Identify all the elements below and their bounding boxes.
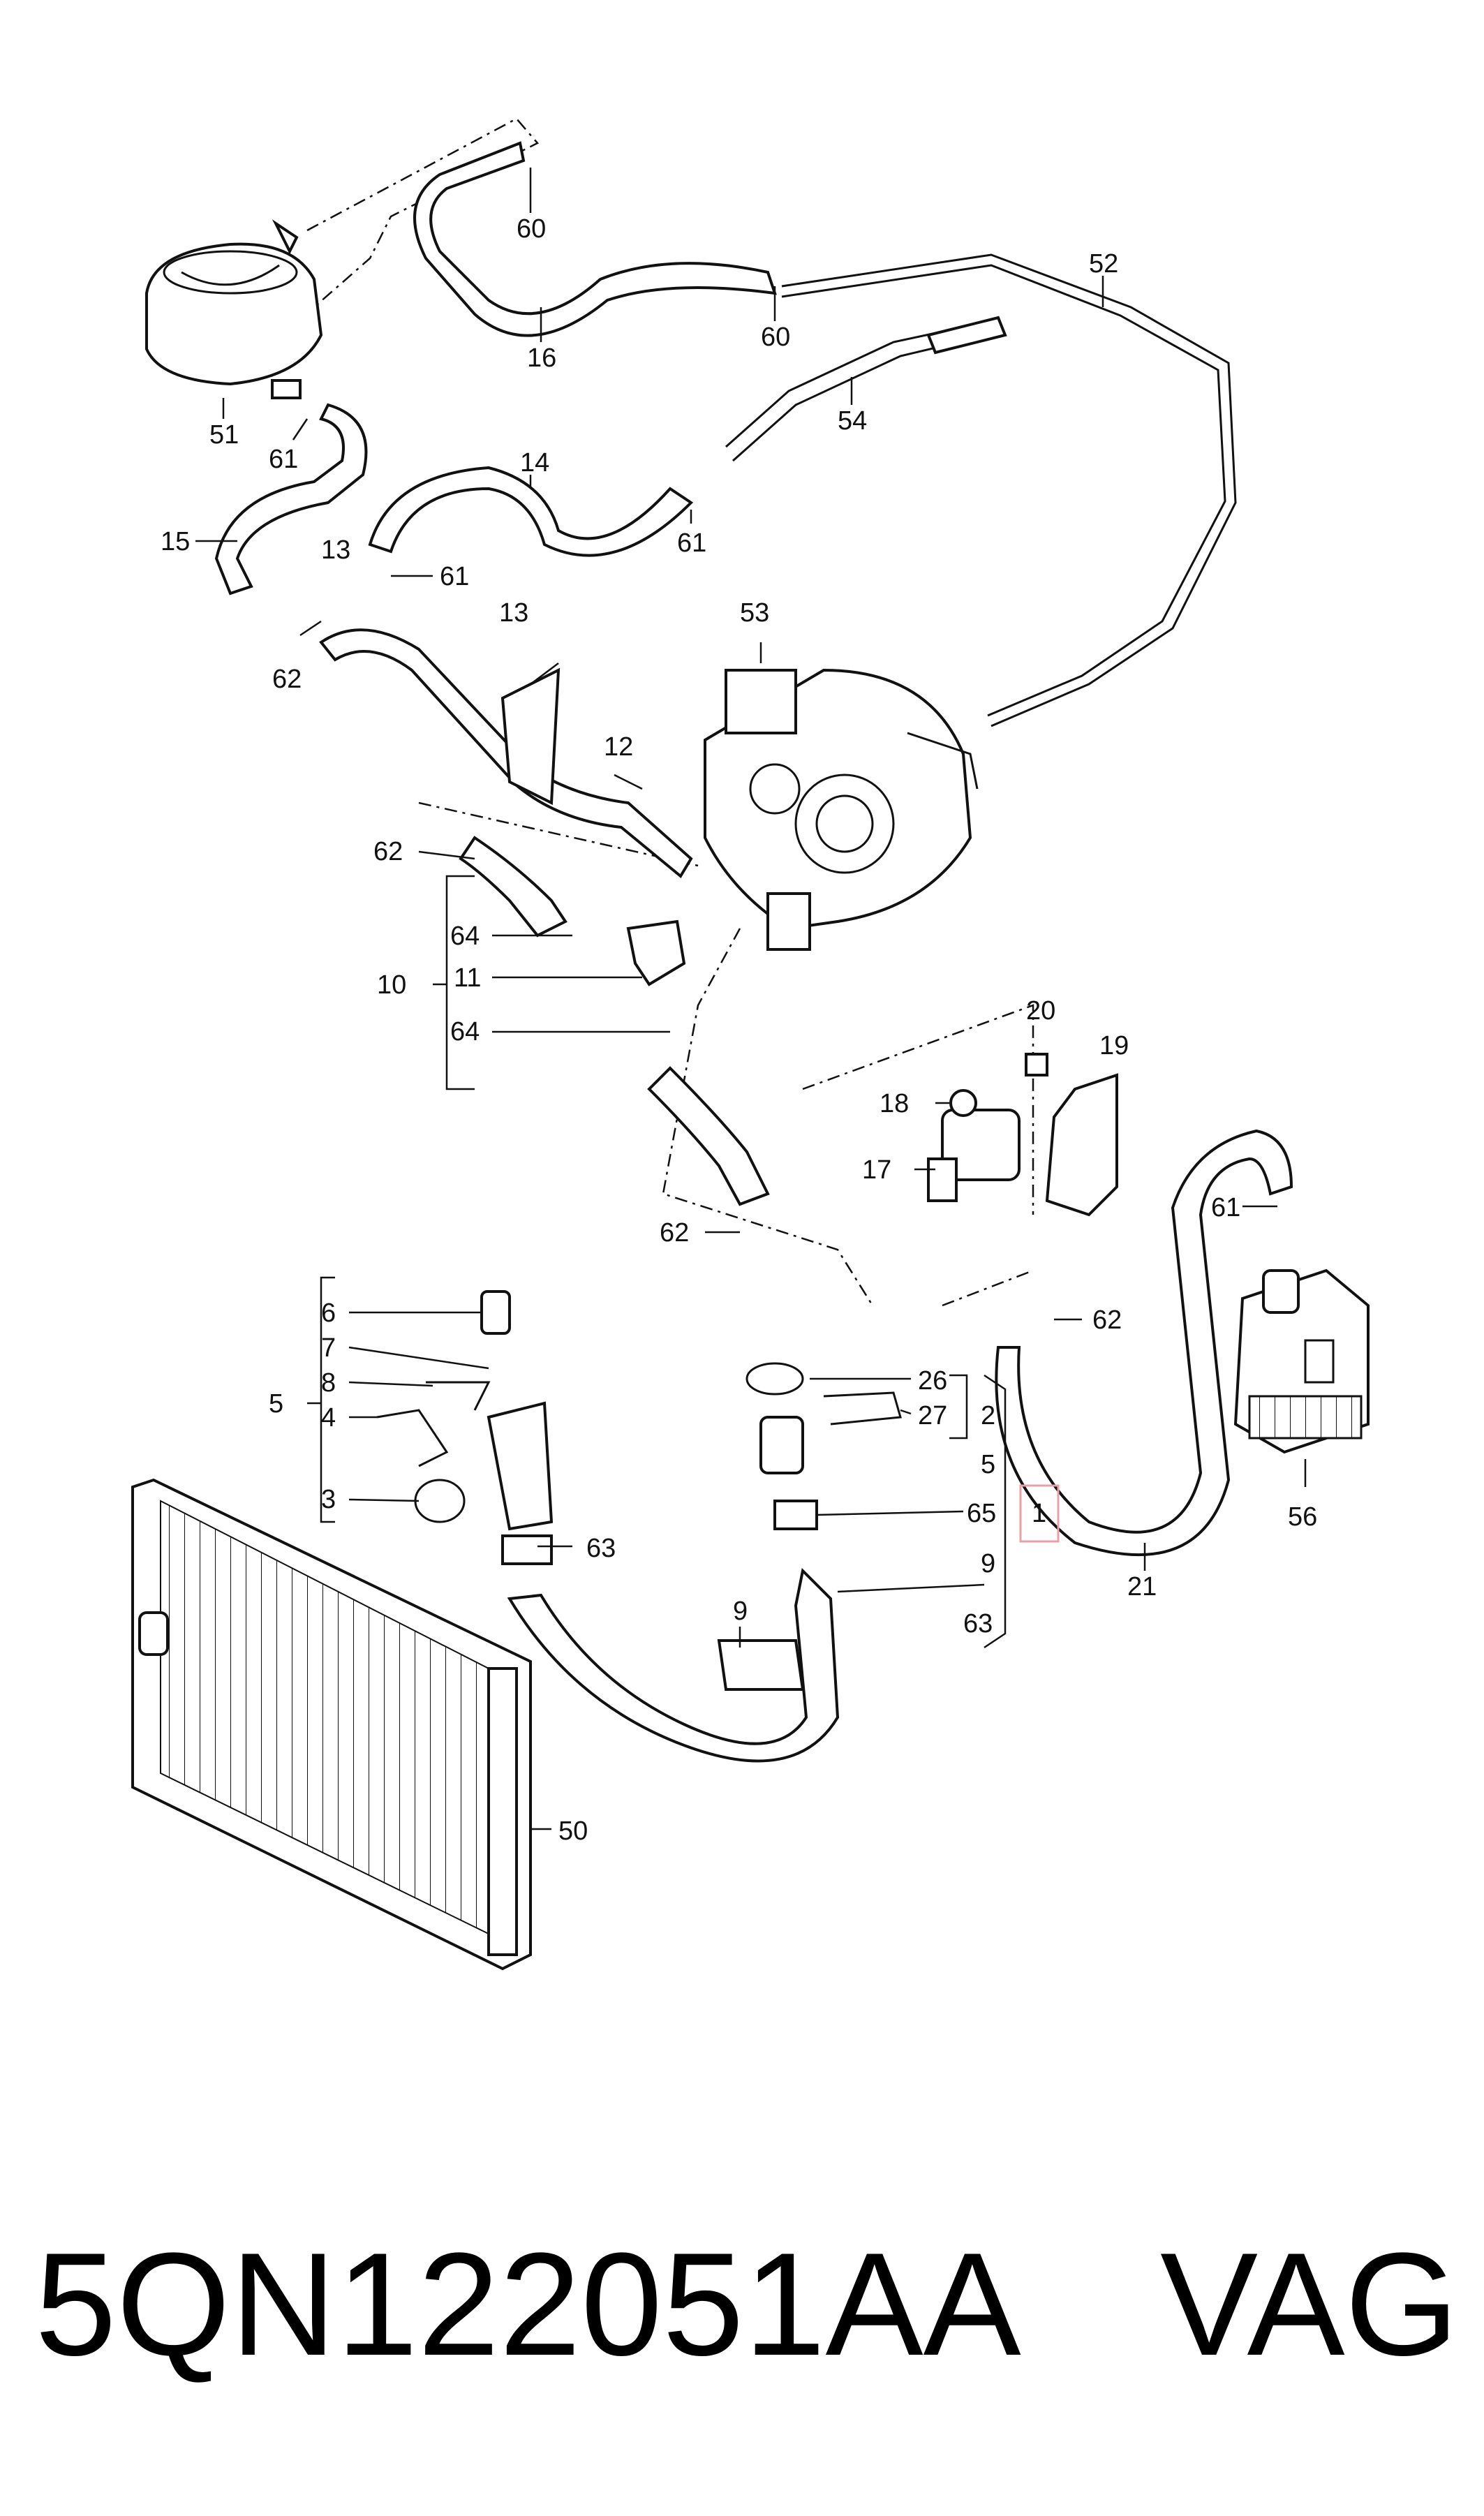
callout-61: 61 <box>1211 1193 1240 1222</box>
connector-11 <box>626 919 686 986</box>
callout-60: 60 <box>761 323 790 352</box>
hose-21 <box>995 1129 1293 1557</box>
flange-5 <box>376 1290 554 1531</box>
seal-26 <box>745 1362 804 1396</box>
callout-61: 61 <box>269 445 298 474</box>
callout-1: 1 <box>1032 1499 1046 1528</box>
hose-9-lower <box>507 1567 840 1763</box>
callout-62: 62 <box>373 837 403 866</box>
callout-13: 13 <box>499 598 528 628</box>
callout-20: 20 <box>1026 996 1055 1026</box>
callout-52: 52 <box>1089 249 1118 279</box>
part-number: 5QN122051AA <box>35 2222 1021 2386</box>
clip-9 <box>717 1639 805 1691</box>
callout-21: 21 <box>1127 1572 1157 1601</box>
callout-27: 27 <box>918 1401 947 1430</box>
callout-9: 9 <box>733 1597 748 1626</box>
connector-2 <box>759 1416 804 1474</box>
coolant-pump-53 <box>704 668 979 951</box>
callout-18: 18 <box>880 1089 909 1118</box>
callout-2: 2 <box>981 1401 995 1430</box>
hose-10-lower <box>647 1066 770 1206</box>
callout-64: 64 <box>450 1017 480 1046</box>
callout-4: 4 <box>321 1403 336 1433</box>
callout-14: 14 <box>520 448 549 478</box>
callout-12: 12 <box>604 732 633 762</box>
callout-65: 65 <box>967 1499 996 1528</box>
clamp-65 <box>773 1500 818 1530</box>
callout-63: 63 <box>586 1534 616 1563</box>
callout-62: 62 <box>1092 1305 1122 1335</box>
hose-16 <box>413 141 777 337</box>
exploded-parts-diagram: 60 60 52 16 54 51 61 14 61 15 13 61 62 1… <box>131 117 1370 1971</box>
callout-6: 6 <box>321 1298 336 1328</box>
radiator-50 <box>131 1478 532 1971</box>
callout-53: 53 <box>740 598 769 628</box>
callout-63: 63 <box>963 1609 993 1638</box>
brand-name: VAG <box>1160 2222 1459 2386</box>
part-number-footer: 5QN122051AA VAG <box>35 2220 1459 2386</box>
callout-56: 56 <box>1288 1502 1317 1532</box>
bracket-19 <box>1045 1073 1118 1217</box>
callout-17: 17 <box>862 1155 891 1185</box>
callout-7: 7 <box>321 1333 336 1363</box>
callout-60: 60 <box>517 214 546 244</box>
callout-19: 19 <box>1099 1031 1129 1060</box>
hose-10-upper <box>459 836 567 938</box>
callout-10: 10 <box>377 970 406 1000</box>
callout-61: 61 <box>440 562 469 591</box>
bracket-12 <box>500 667 561 806</box>
callout-labels: 60 60 52 16 54 51 61 14 61 15 13 61 62 1… <box>161 214 1317 1846</box>
clip-27 <box>823 1391 902 1426</box>
callout-11: 11 <box>454 963 481 993</box>
callout-16: 16 <box>527 343 556 373</box>
leader-lines <box>195 168 1307 1830</box>
callout-5: 5 <box>269 1389 283 1419</box>
callout-13: 13 <box>321 535 350 565</box>
hose-15 <box>214 403 368 595</box>
bolt-20 <box>1025 1053 1048 1076</box>
valve-17 <box>927 1089 1021 1202</box>
callout-5: 5 <box>981 1450 995 1479</box>
callout-8: 8 <box>321 1368 336 1398</box>
callout-1-highlight <box>1019 1484 1060 1543</box>
callout-26: 26 <box>918 1366 947 1396</box>
pipe-52 <box>781 253 1237 727</box>
callout-50: 50 <box>558 1816 588 1846</box>
callout-62: 62 <box>272 665 302 694</box>
callout-61: 61 <box>677 528 706 558</box>
callout-54: 54 <box>838 406 867 436</box>
oil-cooler-56 <box>1233 1268 1370 1454</box>
hose-14 <box>368 466 694 557</box>
callout-64: 64 <box>450 922 480 951</box>
expansion-tank <box>145 219 323 399</box>
callout-9: 9 <box>981 1549 995 1578</box>
callout-62: 62 <box>660 1218 689 1248</box>
callout-15: 15 <box>161 527 190 556</box>
callout-3: 3 <box>321 1485 336 1514</box>
clamp-63 <box>501 1534 553 1565</box>
callout-51: 51 <box>209 420 239 450</box>
